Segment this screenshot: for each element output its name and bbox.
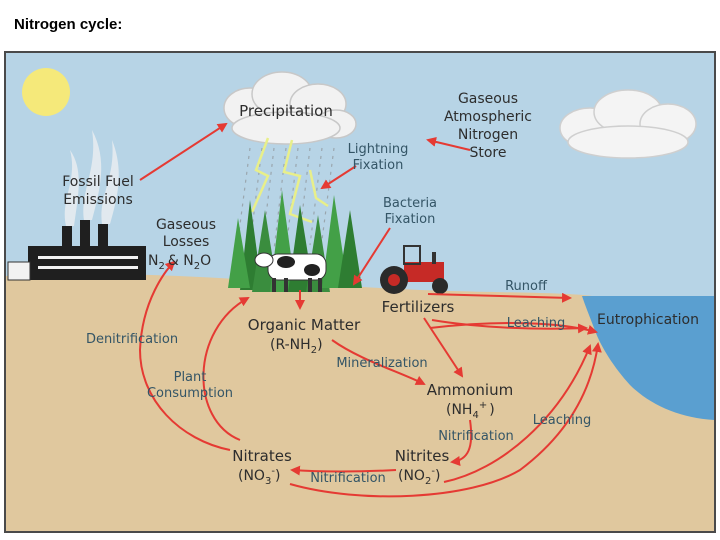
label-organic-1: Organic Matter [248, 316, 361, 334]
label-nitrification-1: Nitrification [438, 429, 514, 444]
label-nitrites-1: Nitrites [395, 447, 450, 465]
label-nitrification-2: Nitrification [310, 471, 386, 486]
label-gaseous-store-1: Gaseous [458, 91, 518, 107]
label-fossil-1: Fossil Fuel [62, 174, 134, 190]
label-gaseous-store-4: Store [469, 145, 506, 161]
label-bacteria-1: Bacteria [383, 196, 437, 211]
sun-icon [22, 68, 70, 116]
label-losses-1: Gaseous [156, 217, 216, 233]
label-nitrates-1: Nitrates [232, 447, 292, 465]
label-lightning-2: Fixation [353, 158, 404, 173]
label-fossil-2: Emissions [63, 192, 133, 208]
label-ammonium-1: Ammonium [427, 381, 513, 399]
label-runoff: Runoff [505, 279, 548, 294]
label-bacteria-2: Fixation [385, 212, 436, 227]
label-lightning-1: Lightning [348, 142, 409, 157]
label-plant-2: Consumption [147, 386, 233, 401]
label-nitrates-2: (NO3-) [238, 466, 280, 487]
label-precipitation: Precipitation [239, 102, 333, 120]
label-denitrification: Denitrification [86, 332, 178, 347]
label-nitrites-2: (NO2-) [398, 466, 440, 487]
label-leaching-1: Leaching [507, 316, 565, 331]
label-gaseous-store-2: Atmospheric [444, 109, 532, 125]
label-eutrophication: Eutrophication [597, 312, 699, 328]
label-leaching-2: Leaching [533, 413, 591, 428]
label-gaseous-store-3: Nitrogen [458, 127, 518, 143]
label-mineralization: Mineralization [336, 356, 427, 371]
label-fertilizers: Fertilizers [382, 298, 455, 316]
label-losses-2: Losses [163, 234, 210, 250]
label-plant-1: Plant [174, 370, 207, 385]
